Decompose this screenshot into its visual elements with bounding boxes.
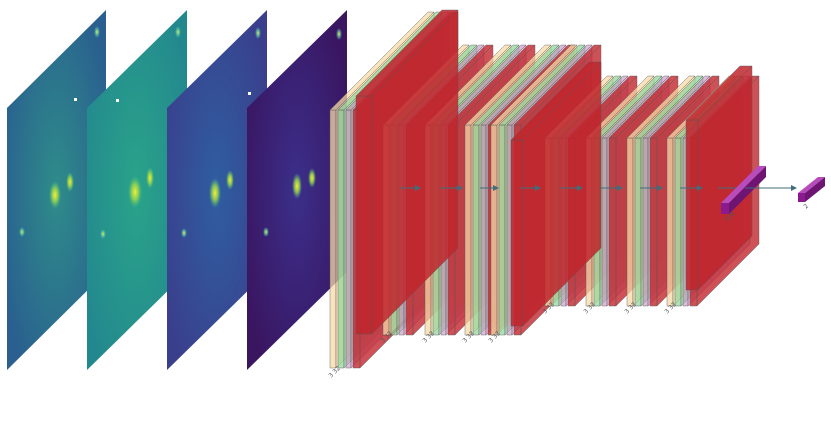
- pool-layer-2: [510, 61, 602, 327]
- input-image-2: [87, 10, 187, 370]
- input-image-1: [7, 10, 106, 370]
- pool-layer-3: [685, 65, 753, 291]
- layer-blocks: [329, 9, 760, 369]
- pool-layer-1: [355, 9, 459, 335]
- fc-layer-1: [721, 166, 766, 214]
- label-fc2: 2: [802, 203, 810, 211]
- input-image-stack: [7, 10, 347, 370]
- fc-layer-2: [798, 177, 825, 202]
- input-image-4: [247, 10, 347, 370]
- input-image-3: [167, 10, 267, 370]
